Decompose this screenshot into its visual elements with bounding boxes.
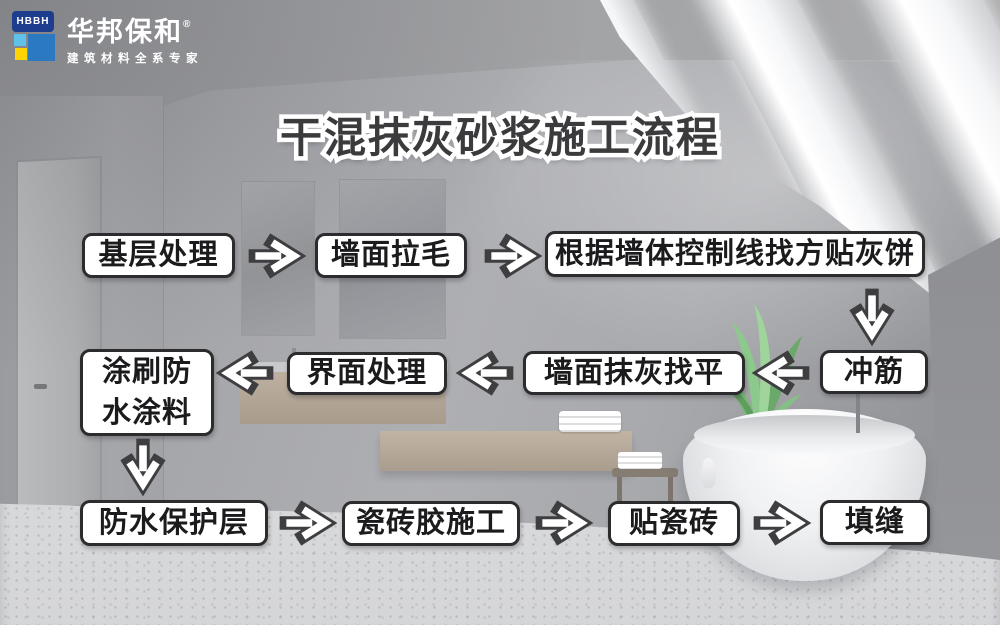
stool-leg <box>617 477 622 501</box>
stool <box>612 468 678 477</box>
arrow-right-icon <box>484 233 543 279</box>
door-handle <box>34 384 47 389</box>
logo-square-yellow-icon <box>15 48 27 60</box>
arrow-left-icon <box>751 350 810 396</box>
flow-step-plaster-leveling: 墙面抹灰找平 <box>523 351 745 395</box>
arrow-down-icon <box>849 288 895 347</box>
stool-towels <box>618 452 662 469</box>
vase <box>701 458 716 488</box>
arrow-left-icon <box>215 350 274 396</box>
bathtub-rim <box>694 415 915 455</box>
logo-square-cyan-icon <box>14 34 26 46</box>
arrow-down-icon <box>120 438 166 497</box>
flow-step-screed-strips: 冲筋 <box>820 350 928 394</box>
bathtub-faucet <box>856 391 860 433</box>
arrow-right-icon <box>535 500 594 546</box>
logo-square-blue-icon <box>28 34 55 61</box>
vanity-cabinet-lower <box>380 431 632 471</box>
page-title: 干混抹灰砂浆施工流程 <box>0 104 1000 165</box>
flow-step-waterproof-protection: 防水保护层 <box>80 500 268 546</box>
flow-step-grouting: 填缝 <box>820 500 930 545</box>
flow-step-set-mortar-pads: 根据墙体控制线找方贴灰饼 <box>545 231 925 277</box>
flow-step-tiling: 贴瓷砖 <box>608 501 740 546</box>
brand-logo-mark: HBBH <box>12 10 58 61</box>
brand-text: 华邦保和® 建筑材料全系专家 <box>67 10 203 66</box>
flow-step-waterproof-coating: 涂刷防水涂料 <box>80 349 214 436</box>
arrow-right-icon <box>279 500 338 546</box>
logo-badge: HBBH <box>12 11 54 32</box>
brand-name: 华邦保和 <box>67 17 183 47</box>
flow-step-wall-roughening: 墙面拉毛 <box>315 233 467 278</box>
towel-stack <box>559 411 621 432</box>
flow-step-tile-adhesive: 瓷砖胶施工 <box>342 501 520 546</box>
registered-mark: ® <box>183 19 191 30</box>
arrow-left-icon <box>455 350 514 396</box>
arrow-right-icon <box>753 500 812 546</box>
brand-logo: HBBH 华邦保和® 建筑材料全系专家 <box>12 10 203 66</box>
arrow-right-icon <box>248 233 307 279</box>
stool-leg <box>668 477 673 501</box>
flow-step-base-treatment: 基层处理 <box>82 233 235 278</box>
brand-name-row: 华邦保和® <box>67 10 203 47</box>
brand-tagline: 建筑材料全系专家 <box>67 53 203 65</box>
flow-step-interface-treatment: 界面处理 <box>287 352 447 395</box>
